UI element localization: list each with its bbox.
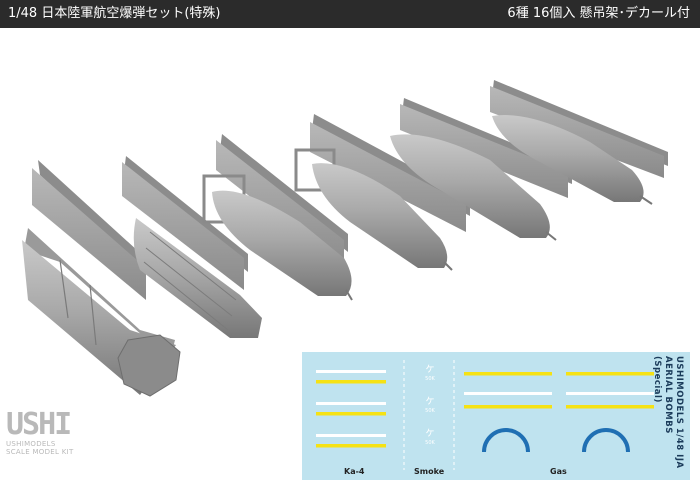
product-render xyxy=(0,28,700,490)
bomb-bundle-2 xyxy=(122,156,262,338)
ushimodels-logo: USHI USHIMODELS SCALE MODEL KIT xyxy=(6,407,74,457)
logo-mark: USHI xyxy=(6,407,72,442)
label-gas: Gas xyxy=(550,467,567,476)
bomb-6 xyxy=(490,80,668,205)
label-ka4: Ka-4 xyxy=(344,467,365,476)
logo-name: USHIMODELS xyxy=(6,440,56,448)
bomb-5 xyxy=(390,98,572,241)
decal-sheet-title: USHIMODELS 1/48 IJA AERIAL BOMBS (Specia… xyxy=(652,356,684,469)
bomb-container-1 xyxy=(22,160,181,397)
bomb-3 xyxy=(202,134,353,301)
decal-markings xyxy=(316,360,654,470)
product-title: 1/48 日本陸軍航空爆弾セット(特殊) xyxy=(8,6,221,21)
logo-tagline: SCALE MODEL KIT xyxy=(6,448,74,456)
product-contents: 6種 16個入 懸吊架･デカール付 xyxy=(507,6,690,21)
bomb-4 xyxy=(294,114,470,271)
bombs-render-illustration xyxy=(22,80,668,397)
label-smoke: Smoke xyxy=(414,467,445,476)
title-bar: 1/48 日本陸軍航空爆弾セット(特殊) 6種 16個入 懸吊架･デカール付 xyxy=(0,0,700,28)
